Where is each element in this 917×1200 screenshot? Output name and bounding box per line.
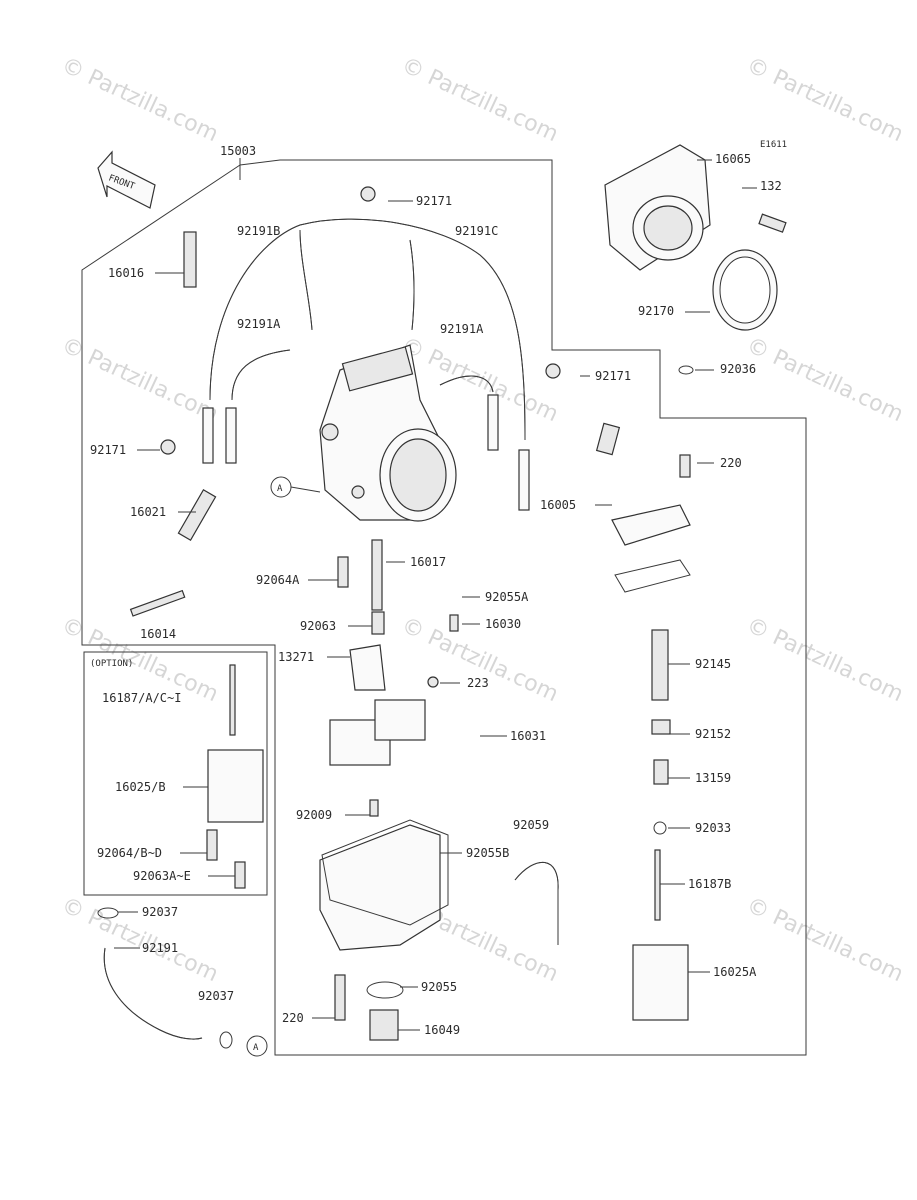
option-label: (OPTION) bbox=[90, 659, 133, 669]
part-label: 92037 bbox=[142, 905, 178, 919]
callout-a-label: A bbox=[253, 1043, 259, 1053]
watermark: © Partzilla.com bbox=[742, 53, 906, 147]
part-label: 92171 bbox=[90, 443, 126, 457]
watermark: © Partzilla.com bbox=[742, 333, 906, 427]
watermark: © Partzilla.com bbox=[57, 53, 221, 147]
part-label: 16016 bbox=[108, 266, 144, 280]
part-label: 16031 bbox=[510, 729, 546, 743]
part-label: 16049 bbox=[424, 1023, 460, 1037]
part-label: 132 bbox=[760, 179, 782, 193]
part-label: 16017 bbox=[410, 555, 446, 569]
part-label: 16025A bbox=[713, 965, 757, 979]
part-label: 92036 bbox=[720, 362, 756, 376]
part-label: 92145 bbox=[695, 657, 731, 671]
part-label: 92191C bbox=[455, 224, 498, 238]
part-label: 16021 bbox=[130, 505, 166, 519]
part-label: 92152 bbox=[695, 727, 731, 741]
part-label: 92037 bbox=[198, 989, 234, 1003]
watermark: © Partzilla.com bbox=[57, 893, 221, 987]
part-label: 16025/B bbox=[115, 780, 166, 794]
part-label: 92055 bbox=[421, 980, 457, 994]
watermark: © Partzilla.com bbox=[742, 893, 906, 987]
part-label: 16005 bbox=[540, 498, 576, 512]
part-labels: (OPTION) 15003 16065 132 92171 92191B 92… bbox=[90, 144, 782, 1037]
part-label: 16187B bbox=[688, 877, 731, 891]
small-parts bbox=[97, 186, 694, 1049]
part-label: 92009 bbox=[296, 808, 332, 822]
part-label: 92055A bbox=[485, 590, 529, 604]
part-label: 92063 bbox=[300, 619, 336, 633]
figure-code: E1611 bbox=[760, 140, 787, 150]
float-bowl-assembly bbox=[319, 819, 559, 1041]
part-label: 92064/B~D bbox=[97, 846, 162, 860]
front-arrow: FRONT bbox=[97, 150, 156, 209]
part-label: 92191 bbox=[142, 941, 178, 955]
watermark: © Partzilla.com bbox=[742, 613, 906, 707]
part-label: 92191A bbox=[440, 322, 484, 336]
part-label: 92171 bbox=[595, 369, 631, 383]
part-label: 223 bbox=[467, 676, 489, 690]
part-label: 92191A bbox=[237, 317, 281, 331]
part-label: 16030 bbox=[485, 617, 521, 631]
part-label: 13271 bbox=[278, 650, 314, 664]
part-label: 92191B bbox=[237, 224, 280, 238]
watermark: © Partzilla.com bbox=[397, 613, 561, 707]
watermark: © Partzilla.com bbox=[397, 53, 561, 147]
part-label: 15003 bbox=[220, 144, 256, 158]
part-label: 92059 bbox=[513, 818, 549, 832]
part-label: 92033 bbox=[695, 821, 731, 835]
part-label: 92055B bbox=[466, 846, 509, 860]
option-box bbox=[83, 651, 268, 896]
part-label: 16014 bbox=[140, 627, 176, 641]
part-label: 92171 bbox=[416, 194, 452, 208]
leader-lines bbox=[114, 158, 757, 1031]
part-label: 92064A bbox=[256, 573, 300, 587]
part-label: 220 bbox=[720, 456, 742, 470]
callout-a-lower: A bbox=[246, 1035, 268, 1057]
carburetor-body bbox=[319, 344, 457, 522]
part-label: 92063A~E bbox=[133, 869, 191, 883]
part-label: 16187/A/C~I bbox=[102, 691, 181, 705]
intake-manifold bbox=[604, 144, 787, 331]
callout-a-label: A bbox=[277, 484, 283, 494]
part-label: 13159 bbox=[695, 771, 731, 785]
part-label: 16065 bbox=[715, 152, 751, 166]
assembly-boundary bbox=[81, 159, 807, 1056]
part-label: 220 bbox=[282, 1011, 304, 1025]
part-label: 92170 bbox=[638, 304, 674, 318]
callout-a-upper: A bbox=[270, 476, 321, 498]
vent-hoses bbox=[202, 218, 530, 511]
